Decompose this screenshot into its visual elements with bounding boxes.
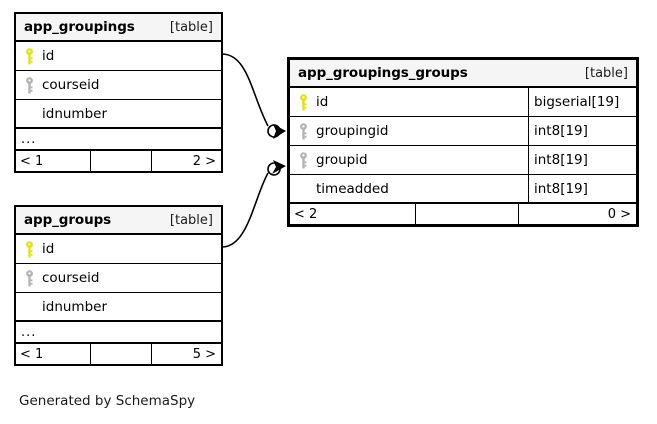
footer-spacer [89, 151, 152, 171]
footer-spacer [414, 204, 519, 224]
table-footer: < 1 2 > [16, 151, 221, 171]
footer-spacer [89, 344, 152, 364]
children-count[interactable]: 0 > [518, 204, 636, 224]
parents-count[interactable]: < 1 [20, 153, 44, 169]
column-name: idnumber [42, 105, 108, 122]
parents-count[interactable]: < 1 [20, 346, 44, 362]
table-kind-label: [table] [169, 212, 213, 228]
column-name: id [42, 48, 55, 64]
crowsfoot-arrow [273, 124, 286, 139]
column-name: timeadded [316, 180, 389, 197]
primary-key-icon [16, 47, 38, 65]
table-header: app_groups [table] [16, 207, 221, 235]
column-name: id [316, 94, 329, 110]
table-header: app_groupings [table] [16, 14, 221, 42]
table-title: app_groups [24, 212, 112, 228]
table-row[interactable]: timeadded int8[19] [290, 175, 636, 204]
column-type: int8[19] [528, 175, 636, 202]
more-columns-indicator: ... [16, 322, 221, 344]
more-columns-indicator: ... [16, 129, 221, 151]
zero-or-one-marker [267, 162, 281, 176]
column-type: int8[19] [528, 117, 636, 145]
table-row[interactable]: id [16, 42, 221, 71]
table-row[interactable]: idnumber [16, 293, 221, 322]
foreign-key-icon [16, 76, 38, 94]
table-app-groups[interactable]: app_groups [table] id [14, 205, 223, 366]
table-row[interactable]: courseid [16, 264, 221, 293]
column-name: groupid [316, 152, 368, 168]
foreign-key-icon [290, 151, 312, 169]
column-name: courseid [42, 270, 100, 286]
table-row[interactable]: courseid [16, 71, 221, 100]
primary-key-icon [290, 93, 312, 111]
relationship-groupid-fk [221, 160, 286, 248]
table-kind-label: [table] [169, 19, 213, 35]
generated-by-caption: Generated by SchemaSpy [19, 393, 196, 409]
column-name: groupingid [316, 123, 389, 139]
foreign-key-icon [290, 122, 312, 140]
table-kind-label: [table] [584, 65, 628, 81]
parents-count[interactable]: < 2 [294, 206, 318, 222]
column-name: courseid [42, 77, 100, 93]
table-row[interactable]: groupid int8[19] [290, 146, 636, 175]
relationship-groupingid-fk [221, 53, 286, 139]
table-app-groupings[interactable]: app_groupings [table] id [14, 12, 223, 173]
crowsfoot-arrow [272, 160, 286, 174]
foreign-key-icon [16, 269, 38, 287]
table-app-groupings-groups[interactable]: app_groupings_groups [table] id bigseria… [287, 57, 639, 227]
primary-key-icon [16, 240, 38, 258]
children-count[interactable]: 5 > [151, 344, 221, 364]
table-row[interactable]: groupingid int8[19] [290, 117, 636, 146]
table-row[interactable]: idnumber [16, 100, 221, 129]
table-row[interactable]: id [16, 235, 221, 264]
table-footer: < 2 0 > [290, 204, 636, 224]
zero-or-one-marker [267, 124, 281, 138]
table-footer: < 1 5 > [16, 344, 221, 364]
table-title: app_groupings_groups [298, 65, 468, 81]
table-title: app_groupings [24, 19, 135, 35]
column-type: int8[19] [528, 146, 636, 174]
column-type: bigserial[19] [528, 88, 636, 116]
column-name: id [42, 241, 55, 257]
children-count[interactable]: 2 > [151, 151, 221, 171]
table-row[interactable]: id bigserial[19] [290, 88, 636, 117]
column-name: idnumber [42, 298, 108, 315]
table-header: app_groupings_groups [table] [290, 60, 636, 88]
